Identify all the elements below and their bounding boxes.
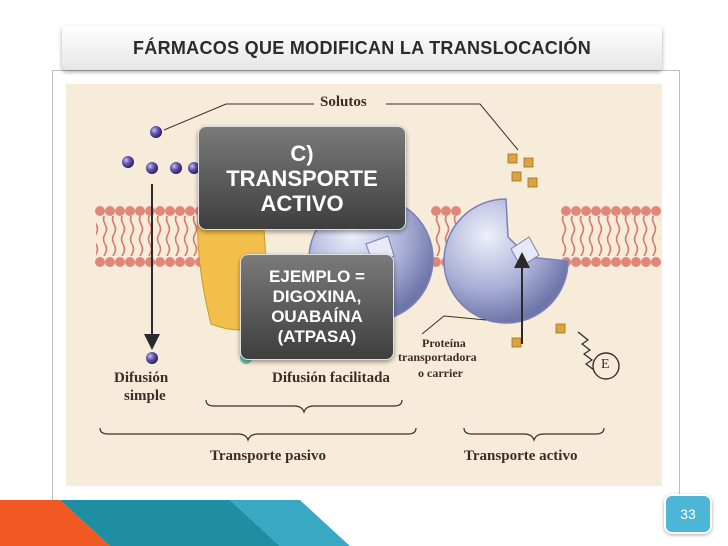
callout-line: DIGOXINA, <box>272 287 362 306</box>
callout-line: EJEMPLO = <box>269 267 365 286</box>
slide-title: FÁRMACOS QUE MODIFICAN LA TRANSLOCACIÓN <box>132 37 591 58</box>
solute-cubes <box>507 153 566 348</box>
protein-leader <box>421 315 487 335</box>
proteina-label-1: Proteína <box>422 336 466 350</box>
brace-transporte-activo <box>463 427 605 442</box>
transporte-pasivo-label: Transporte pasivo <box>210 448 326 464</box>
transporte-activo-label: Transporte activo <box>464 448 578 464</box>
page-number: 33 <box>680 506 696 522</box>
footer-decoration <box>0 500 728 546</box>
callout-transporte-activo: C) TRANSPORTE ACTIVO <box>198 126 406 230</box>
difusion-simple-label-2: simple <box>124 388 166 404</box>
solute-sphere <box>188 162 200 174</box>
carrier-protein-active <box>443 198 569 324</box>
solute-sphere <box>146 162 158 174</box>
callout-line: TRANSPORTE <box>226 165 378 191</box>
solutos-leader <box>163 103 314 131</box>
brace-transporte-pasivo <box>99 427 417 442</box>
callout-line: C) <box>290 140 314 166</box>
callout-ejemplo: EJEMPLO = DIGOXINA, OUABAÍNA (ATPASA) <box>240 254 394 360</box>
page-number-badge: 33 <box>664 494 712 534</box>
proteina-label-3: o carrier <box>418 366 463 380</box>
solute-sphere <box>150 126 162 138</box>
solutos-label: Solutos <box>320 94 367 110</box>
proteina-label-2: transportadora <box>398 350 477 364</box>
lipid-bilayer <box>95 206 661 267</box>
callout-line: (ATPASA) <box>277 327 357 346</box>
solute-sphere <box>146 352 158 364</box>
solutos-leader <box>386 103 519 151</box>
callout-line: OUABAÍNA <box>271 307 363 326</box>
difusion-facilitada-label: Difusión facilitada <box>272 370 390 386</box>
callout-line: ACTIVO <box>260 190 344 216</box>
energy-squiggle <box>577 331 595 371</box>
energy-circle <box>592 352 620 380</box>
solute-sphere <box>122 156 134 168</box>
title-bar: FÁRMACOS QUE MODIFICAN LA TRANSLOCACIÓN <box>62 26 662 70</box>
energy-label: E <box>601 357 610 372</box>
solute-sphere <box>170 162 182 174</box>
brace-difusion-facilitada <box>205 399 403 414</box>
difusion-simple-label-1: Difusión <box>114 370 169 386</box>
